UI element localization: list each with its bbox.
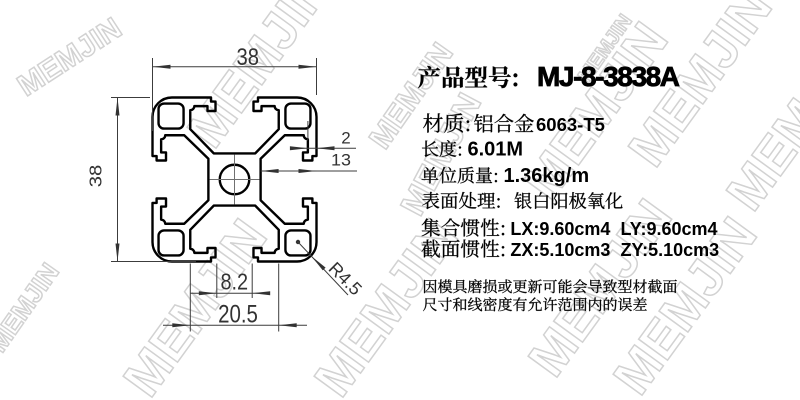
svg-text:MJ-8-3838A: MJ-8-3838A bbox=[537, 61, 680, 92]
svg-text:ZX:5.10cm3 ZY:5.10cm3: ZX:5.10cm3 ZY:5.10cm3 bbox=[510, 240, 719, 260]
svg-text:MEMJIN: MEMJIN bbox=[177, 0, 343, 158]
svg-text:6063-T5: 6063-T5 bbox=[536, 114, 605, 135]
svg-text:13: 13 bbox=[331, 151, 351, 170]
svg-text:R4.5: R4.5 bbox=[325, 258, 366, 299]
svg-text:MEMJIN: MEMJIN bbox=[304, 209, 470, 400]
svg-text:1.36kg/m: 1.36kg/m bbox=[504, 165, 590, 187]
svg-text:38: 38 bbox=[237, 44, 260, 71]
svg-text:MEMJIN: MEMJIN bbox=[0, 257, 65, 357]
svg-text:6.01M: 6.01M bbox=[468, 139, 524, 161]
svg-text:2: 2 bbox=[341, 129, 350, 148]
svg-text:38: 38 bbox=[86, 165, 106, 188]
svg-text:MEMJIN: MEMJIN bbox=[12, 12, 128, 103]
svg-text:8.2: 8.2 bbox=[220, 269, 248, 295]
svg-text:LX:9.60cm4 LY:9.60cm4: LX:9.60cm4 LY:9.60cm4 bbox=[510, 219, 717, 239]
svg-text:20.5: 20.5 bbox=[218, 301, 258, 329]
